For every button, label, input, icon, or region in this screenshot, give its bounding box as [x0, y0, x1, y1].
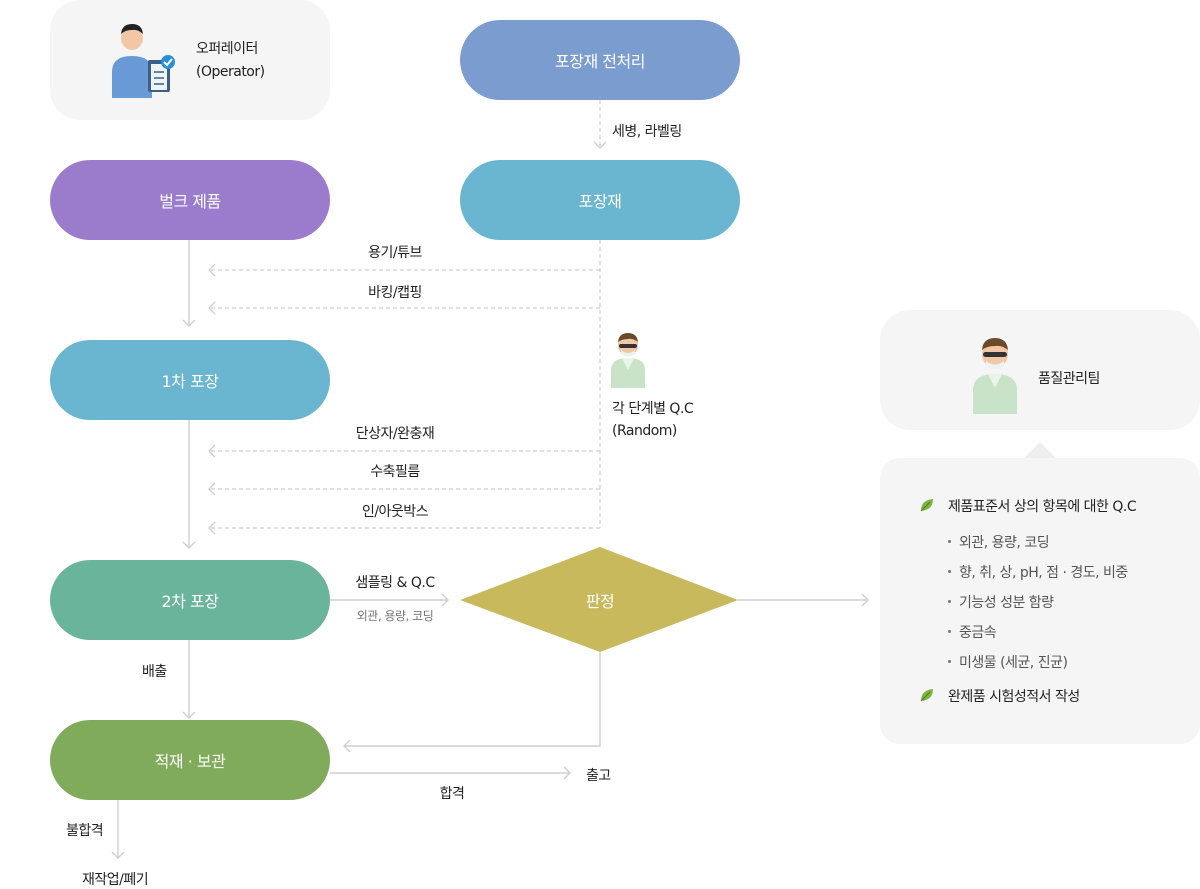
inspector-icon	[611, 333, 645, 388]
qc-item-1: 제품표준서 상의 항목에 대한 Q.C	[948, 499, 1137, 515]
qc-sub-1: 외관, 용량, 코딩	[948, 532, 1050, 552]
bullet-icon	[948, 569, 951, 573]
judgement-diamond[interactable]	[460, 547, 738, 652]
bullet-icon	[948, 629, 951, 633]
qc-sub-4: 중금속	[948, 622, 997, 642]
label-inout-box: 인/아웃박스	[361, 504, 429, 520]
qc-sub-3: 기능성 성분 함량	[948, 592, 1054, 612]
operator-subtitle: (Operator)	[196, 64, 265, 80]
label-sampling: 샘플링 & Q.C	[355, 575, 435, 591]
qc-team-title: 품질관리팀	[1038, 371, 1100, 387]
label-container: 용기/튜브	[368, 245, 422, 261]
qc-item-2: 완제품 시험성적서 작성	[948, 689, 1080, 705]
operator-card: 오퍼레이터 (Operator)	[50, 0, 330, 120]
bullet-icon	[948, 599, 951, 603]
node-bulk[interactable]: 벌크 제품	[50, 160, 330, 240]
label-wash: 세병, 라벨링	[612, 124, 682, 140]
label-rework: 재작업/폐기	[82, 872, 149, 888]
leaf-icon	[920, 689, 933, 702]
stage-qc-subtitle: (Random)	[612, 423, 677, 439]
qc-team-icon	[973, 338, 1017, 414]
node-pack-pre[interactable]: 포장재 전처리	[460, 20, 740, 100]
qc-list-card: 제품표준서 상의 항목에 대한 Q.C 외관, 용량, 코딩 향, 취, 상, …	[880, 458, 1200, 744]
node-primary-packing[interactable]: 1차 포장	[50, 340, 330, 420]
operator-icon	[112, 24, 175, 98]
qc-sub-2: 향, 취, 상, pH, 점 · 경도, 비중	[948, 562, 1128, 582]
bullet-icon	[948, 659, 951, 663]
label-sampling-sub: 외관, 용량, 코딩	[356, 609, 434, 623]
operator-title: 오퍼레이터	[196, 41, 258, 57]
label-shrink: 수축필름	[370, 464, 420, 480]
stage-qc-title: 각 단계별 Q.C	[612, 401, 694, 417]
node-secondary-packing[interactable]: 2차 포장	[50, 560, 330, 640]
qc-sub-5: 미생물 (세균, 진균)	[948, 652, 1068, 672]
bullet-icon	[948, 539, 951, 543]
label-carton: 단상자/완충재	[355, 426, 435, 442]
label-discharge: 배출	[142, 664, 167, 680]
label-fail: 불합격	[66, 823, 104, 839]
qc-callout-pointer	[1024, 442, 1056, 458]
label-pass: 합격	[439, 786, 465, 802]
label-ship: 출고	[586, 768, 611, 784]
node-pack-material[interactable]: 포장재	[460, 160, 740, 240]
leaf-icon	[920, 499, 933, 512]
edge-judgement-to-storage	[344, 652, 601, 747]
node-storage[interactable]: 적재 · 보관	[50, 720, 330, 800]
label-capping: 바킹/캡핑	[368, 285, 422, 301]
qc-team-card: 품질관리팀	[880, 310, 1200, 430]
judgement-label: 판정	[585, 592, 615, 611]
